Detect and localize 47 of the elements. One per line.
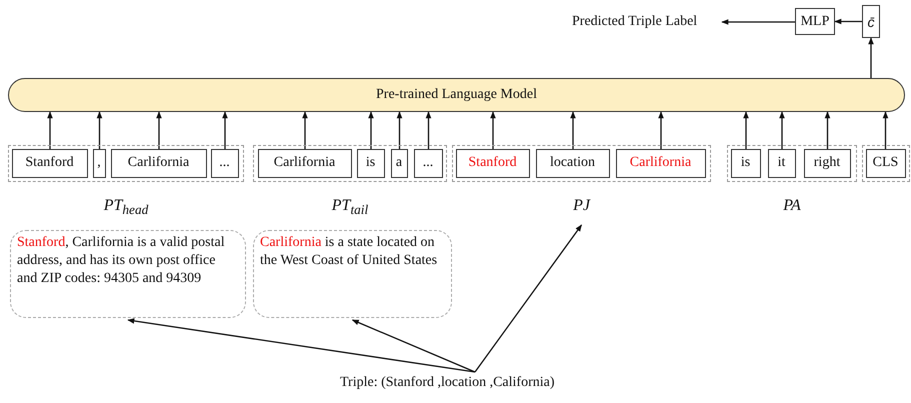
arrow — [658, 111, 664, 149]
arrow — [396, 111, 402, 149]
group-label: PT$_{tail}$ — [330, 197, 370, 218]
description-box: Stanford, Carlifornia is a valid postal address, and has its own post office and ZIP codes: 94305 and 94309 — [10, 230, 246, 318]
language-model-bar: Pre-trained Language Model — [8, 78, 905, 112]
arrow — [96, 111, 102, 149]
token-box: ... — [414, 148, 442, 178]
token-box: it — [768, 148, 796, 178]
token-box: Carlifornia — [110, 148, 206, 178]
arrow — [721, 19, 795, 25]
group-label: PA — [782, 197, 802, 215]
token-box: Carlifornia — [258, 148, 352, 178]
arrow — [868, 37, 874, 78]
text-label: Predicted Triple Label — [572, 10, 722, 34]
arrow — [834, 18, 862, 24]
arrow — [426, 111, 432, 149]
token-box: a — [390, 148, 408, 178]
group-label: PJ — [572, 197, 592, 215]
arrow — [743, 111, 749, 149]
token-box: , — [92, 148, 106, 178]
arrow — [156, 111, 162, 149]
arrow — [570, 111, 576, 149]
token-box: Stanford — [456, 148, 530, 178]
token-box: is — [730, 148, 760, 178]
arrow — [490, 111, 496, 149]
token-box: c̄ — [862, 5, 880, 38]
token-box: ... — [210, 148, 238, 178]
token-box: Carlifornia — [616, 148, 706, 178]
arrow — [824, 111, 830, 149]
token-box: is — [356, 148, 384, 178]
token-box: Stanford — [12, 148, 88, 178]
token-box: location — [536, 148, 610, 178]
arrow — [222, 111, 228, 149]
arrow — [368, 111, 374, 149]
arrow — [352, 319, 476, 373]
arrow — [47, 111, 53, 149]
arrow — [302, 111, 308, 149]
token-box: right — [804, 148, 850, 178]
description-box: Carlifornia is a state located on the West Coast of United States — [253, 230, 452, 318]
arrow — [882, 111, 888, 149]
arrow — [779, 111, 785, 149]
text-label: Triple: (Stanford ,location ,California) — [340, 372, 610, 394]
arrow — [474, 224, 582, 372]
group-label: PT$_{head}$ — [102, 197, 150, 218]
token-box: MLP — [795, 8, 835, 35]
token-box: CLS — [866, 148, 906, 178]
arrow — [127, 318, 476, 373]
